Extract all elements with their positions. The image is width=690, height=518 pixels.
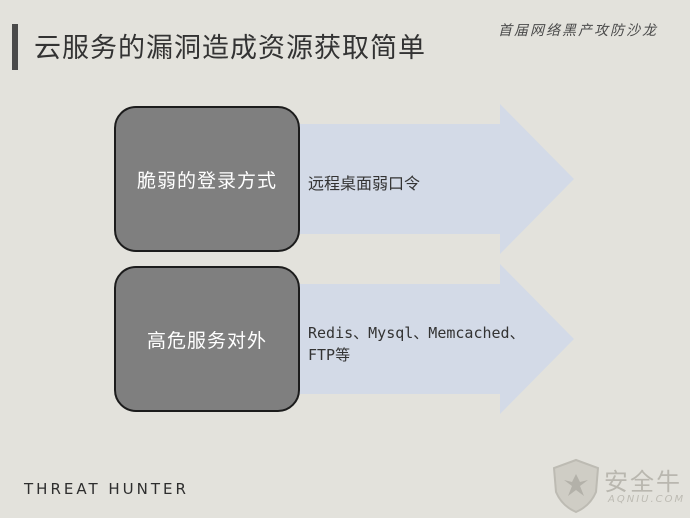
arrow-shape-1	[298, 104, 574, 254]
slide-title: 云服务的漏洞造成资源获取简单	[34, 33, 426, 64]
detail-line: Redis、Mysql、Memcached、	[308, 324, 525, 342]
brand-logo: THREAT HUNTER	[24, 480, 189, 498]
title-accent-bar	[12, 24, 18, 70]
shield-icon	[552, 458, 600, 514]
category-box-weak-login: 脆弱的登录方式	[114, 106, 300, 252]
detail-line: 远程桌面弱口令	[308, 174, 421, 193]
watermark-subtext: AQNIU.COM	[608, 494, 686, 505]
arrow-detail-text: Redis、Mysql、Memcached、 FTP等	[308, 322, 525, 366]
event-name: 首届网络黑产攻防沙龙	[498, 23, 658, 39]
category-label: 高危服务对外	[146, 329, 267, 352]
category-box-exposed-services: 高危服务对外	[114, 266, 300, 412]
arrow-shape-2	[298, 264, 574, 414]
watermark-text: 安全牛	[604, 468, 682, 496]
category-label: 脆弱的登录方式	[136, 169, 277, 192]
arrow-detail-text: 远程桌面弱口令	[308, 173, 420, 195]
detail-line: FTP等	[308, 346, 351, 364]
